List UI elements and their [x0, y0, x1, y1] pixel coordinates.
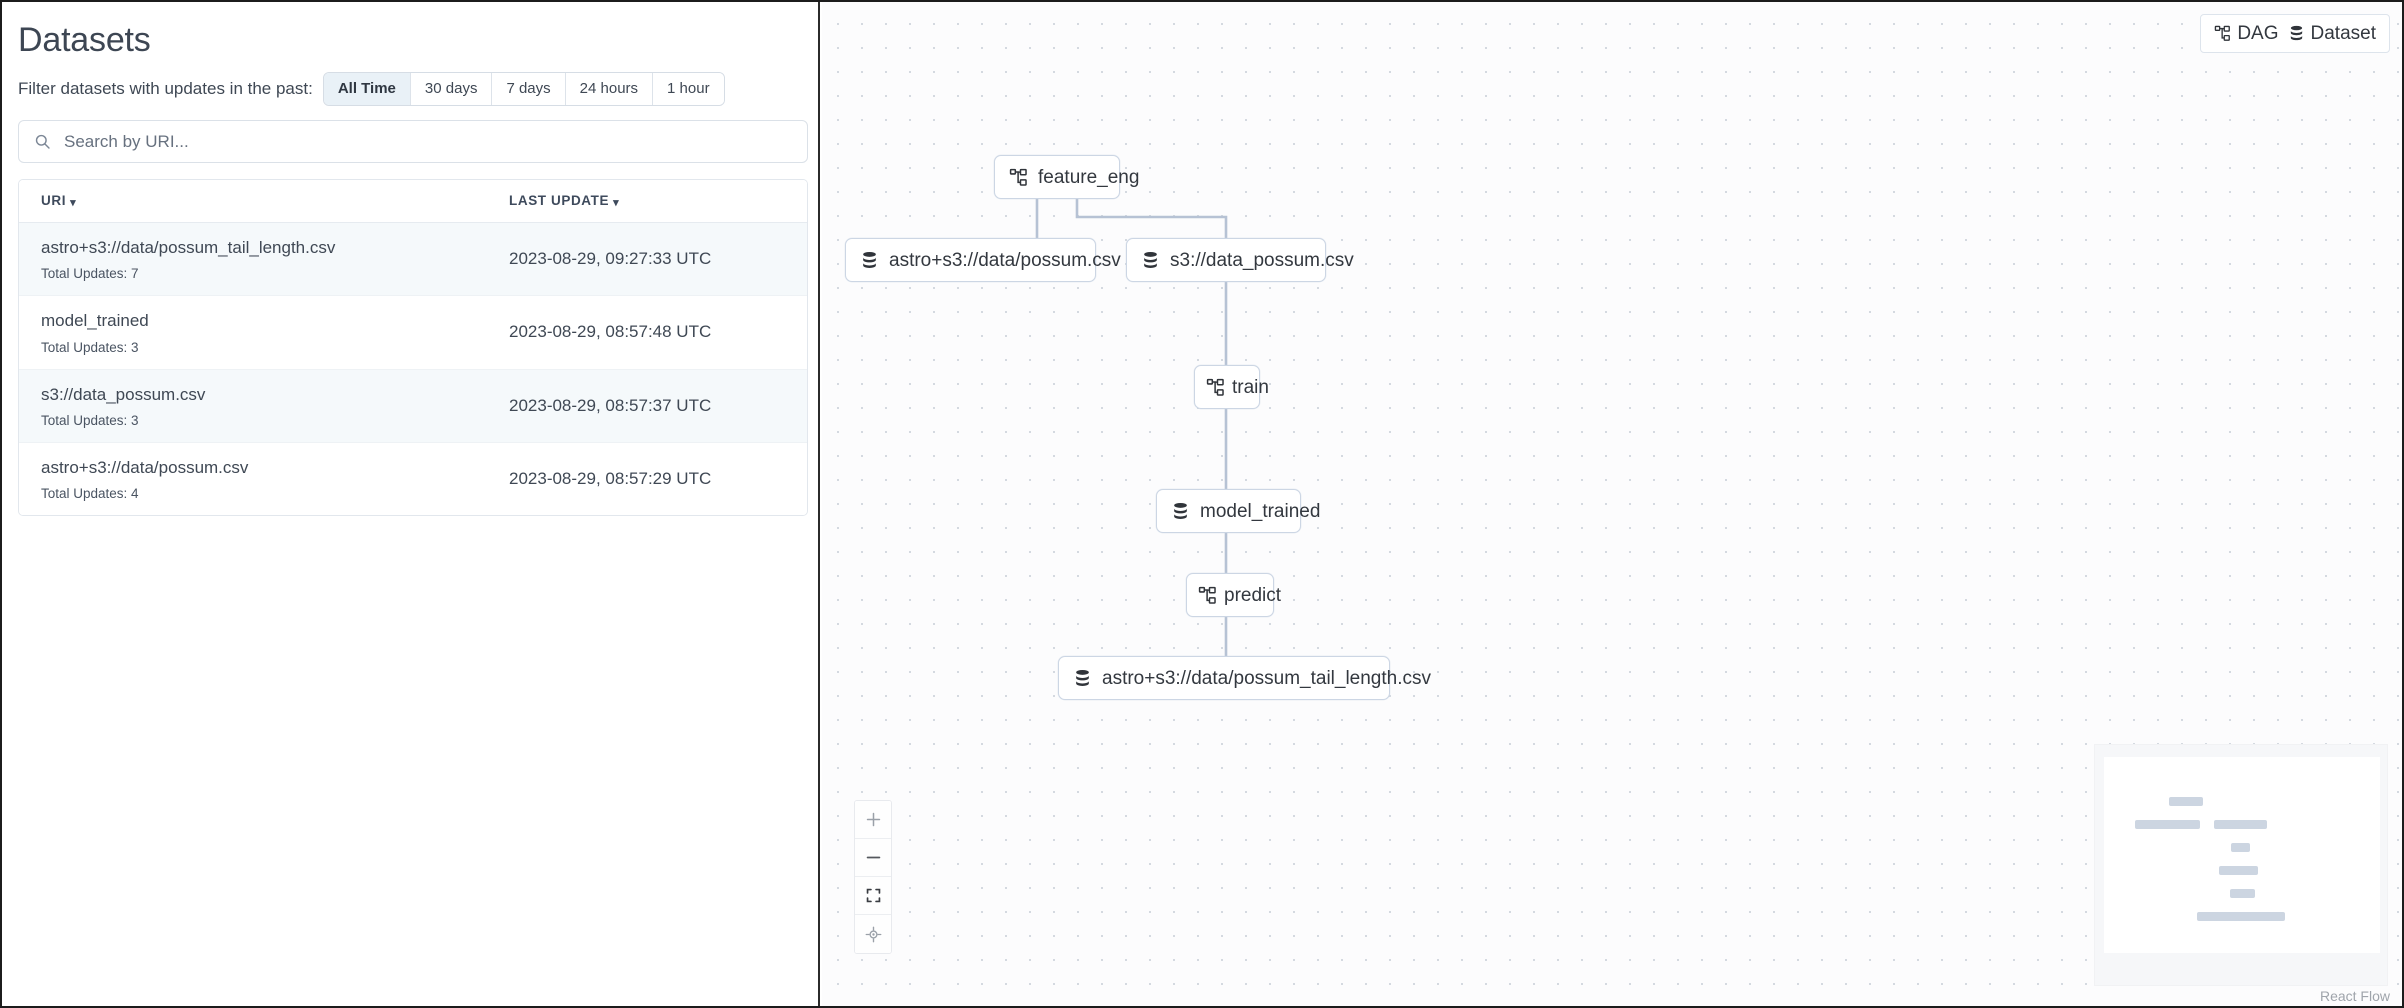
dataset-total-updates: Total Updates: 3 [41, 412, 139, 428]
minimap-node [2214, 820, 2267, 829]
filter-24-hours[interactable]: 24 hours [565, 73, 654, 105]
graph-controls [854, 800, 892, 954]
graph-node-label: train [1232, 376, 1269, 398]
column-header-uri[interactable]: URI▾ [19, 180, 499, 223]
filter-label: Filter datasets with updates in the past… [18, 79, 313, 98]
graph-legend: DAG Dataset [2200, 14, 2390, 53]
table-row[interactable]: astro+s3://data/possum_tail_length.csv T… [19, 222, 807, 296]
crosshair-icon [865, 926, 881, 942]
dag-icon [1198, 586, 1216, 604]
dataset-total-updates: Total Updates: 7 [41, 266, 139, 282]
fit-view-icon [866, 888, 880, 903]
table-cell-last-update: 2023-08-29, 08:57:37 UTC [499, 369, 807, 442]
filter-all-time[interactable]: All Time [323, 73, 411, 105]
legend-label-dataset: Dataset [2310, 23, 2376, 44]
dataset-icon [2290, 25, 2302, 41]
table-row[interactable]: model_trained Total Updates: 3 2023-08-2… [19, 295, 807, 369]
dataset-icon [863, 251, 876, 268]
graph-node-label: astro+s3://data/possum.csv [889, 249, 1121, 271]
dag-icon [1206, 378, 1224, 396]
graph-node-label: predict [1224, 584, 1282, 606]
table-cell-last-update: 2023-08-29, 08:57:48 UTC [499, 296, 807, 369]
dataset-icon [1174, 502, 1187, 519]
graph-node-possum-tail-length[interactable]: astro+s3://data/possum_tail_length.csv [1058, 656, 1431, 700]
table-row[interactable]: astro+s3://data/possum.csv Total Updates… [19, 442, 807, 515]
dataset-uri: astro+s3://data/possum.csv [41, 457, 249, 477]
dataset-graph-canvas[interactable]: DAG Dataset feature_eng [822, 2, 2402, 1006]
dataset-uri: model_trained [41, 311, 149, 331]
zoom-in-button[interactable] [855, 801, 891, 839]
table-cell-uri: astro+s3://data/possum.csv Total Updates… [19, 442, 499, 515]
graph-node-label: model_trained [1200, 500, 1321, 522]
legend-item-dag: DAG [2214, 23, 2279, 44]
graph-node-model-trained[interactable]: model_trained [1156, 489, 1320, 533]
dataset-uri: s3://data_possum.csv [41, 384, 206, 404]
legend-item-dataset: Dataset [2288, 24, 2376, 43]
dataset-icon [1076, 669, 1089, 686]
column-header-last-update-label: LAST UPDATE [509, 193, 610, 208]
datasets-panel: Datasets Filter datasets with updates in… [2, 2, 820, 1006]
filter-7-days[interactable]: 7 days [492, 73, 566, 105]
column-header-last-update[interactable]: LAST UPDATE▾ [499, 180, 807, 223]
sort-desc-icon: ▾ [613, 197, 620, 209]
minus-icon [866, 856, 880, 859]
column-header-uri-label: URI [41, 193, 67, 208]
minimap-node [2135, 820, 2200, 829]
sort-both-icon: ▾ [70, 197, 77, 209]
minimap-node [2169, 797, 2203, 806]
edge-feature_eng-data_possum [1075, 199, 1228, 238]
page-title: Datasets [18, 21, 151, 59]
table-header-row: URI▾ LAST UPDATE▾ [19, 180, 807, 223]
table-cell-last-update: 2023-08-29, 08:57:29 UTC [499, 442, 807, 515]
minimap-node [2219, 866, 2258, 875]
plus-icon [866, 812, 880, 827]
table-cell-last-update: 2023-08-29, 09:27:33 UTC [499, 223, 807, 296]
filter-row: Filter datasets with updates in the past… [18, 72, 804, 106]
dataset-total-updates: Total Updates: 3 [41, 339, 139, 355]
dataset-icon [1144, 251, 1157, 268]
minimap-node [2197, 912, 2285, 921]
dataset-last-update: 2023-08-29, 08:57:37 UTC [509, 395, 712, 415]
search-box[interactable] [18, 120, 808, 163]
zoom-out-button[interactable] [855, 839, 891, 877]
legend-label-dag: DAG [2237, 23, 2279, 44]
dataset-last-update: 2023-08-29, 08:57:48 UTC [509, 322, 712, 342]
dataset-total-updates: Total Updates: 4 [41, 486, 139, 501]
search-icon [35, 134, 50, 149]
dataset-last-update: 2023-08-29, 09:27:33 UTC [509, 249, 712, 269]
graph-node-data-possum-csv[interactable]: s3://data_possum.csv [1126, 238, 1354, 282]
filter-1-hour[interactable]: 1 hour [653, 73, 724, 105]
minimap-node [2231, 843, 2250, 852]
graph-node-feature_eng[interactable]: feature_eng [994, 155, 1139, 199]
react-flow-attribution[interactable]: React Flow [2319, 988, 2390, 1004]
graph-node-possum-csv[interactable]: astro+s3://data/possum.csv [845, 238, 1121, 282]
table-cell-uri: s3://data_possum.csv Total Updates: 3 [19, 369, 499, 442]
graph-minimap[interactable] [2094, 744, 2388, 986]
minimap-node [2230, 889, 2255, 898]
graph-node-train[interactable]: train [1194, 365, 1269, 409]
graph-node-label: feature_eng [1038, 166, 1140, 188]
time-filter-group[interactable]: All Time 30 days 7 days 24 hours 1 hour [322, 72, 725, 106]
graph-edge-layer [1035, 199, 1228, 656]
dag-icon [1009, 168, 1027, 186]
dag-icon [2215, 25, 2231, 41]
table-cell-uri: astro+s3://data/possum_tail_length.csv T… [19, 223, 499, 296]
lock-button[interactable] [855, 915, 891, 953]
filter-30-days[interactable]: 30 days [410, 73, 493, 105]
search-input[interactable] [64, 131, 807, 152]
minimap-viewport [2104, 757, 2380, 953]
table-cell-uri: model_trained Total Updates: 3 [19, 296, 499, 369]
fit-view-button[interactable] [855, 877, 891, 915]
graph-node-label: s3://data_possum.csv [1170, 249, 1354, 271]
dataset-uri: astro+s3://data/possum_tail_length.csv [41, 238, 336, 257]
datasets-table: URI▾ LAST UPDATE▾ astro+s3://data/possum… [18, 179, 808, 516]
dataset-last-update: 2023-08-29, 08:57:29 UTC [509, 468, 712, 488]
table-row[interactable]: s3://data_possum.csv Total Updates: 3 20… [19, 369, 807, 443]
graph-node-label: astro+s3://data/possum_tail_length.csv [1102, 667, 1431, 689]
graph-node-predict[interactable]: predict [1186, 573, 1281, 617]
